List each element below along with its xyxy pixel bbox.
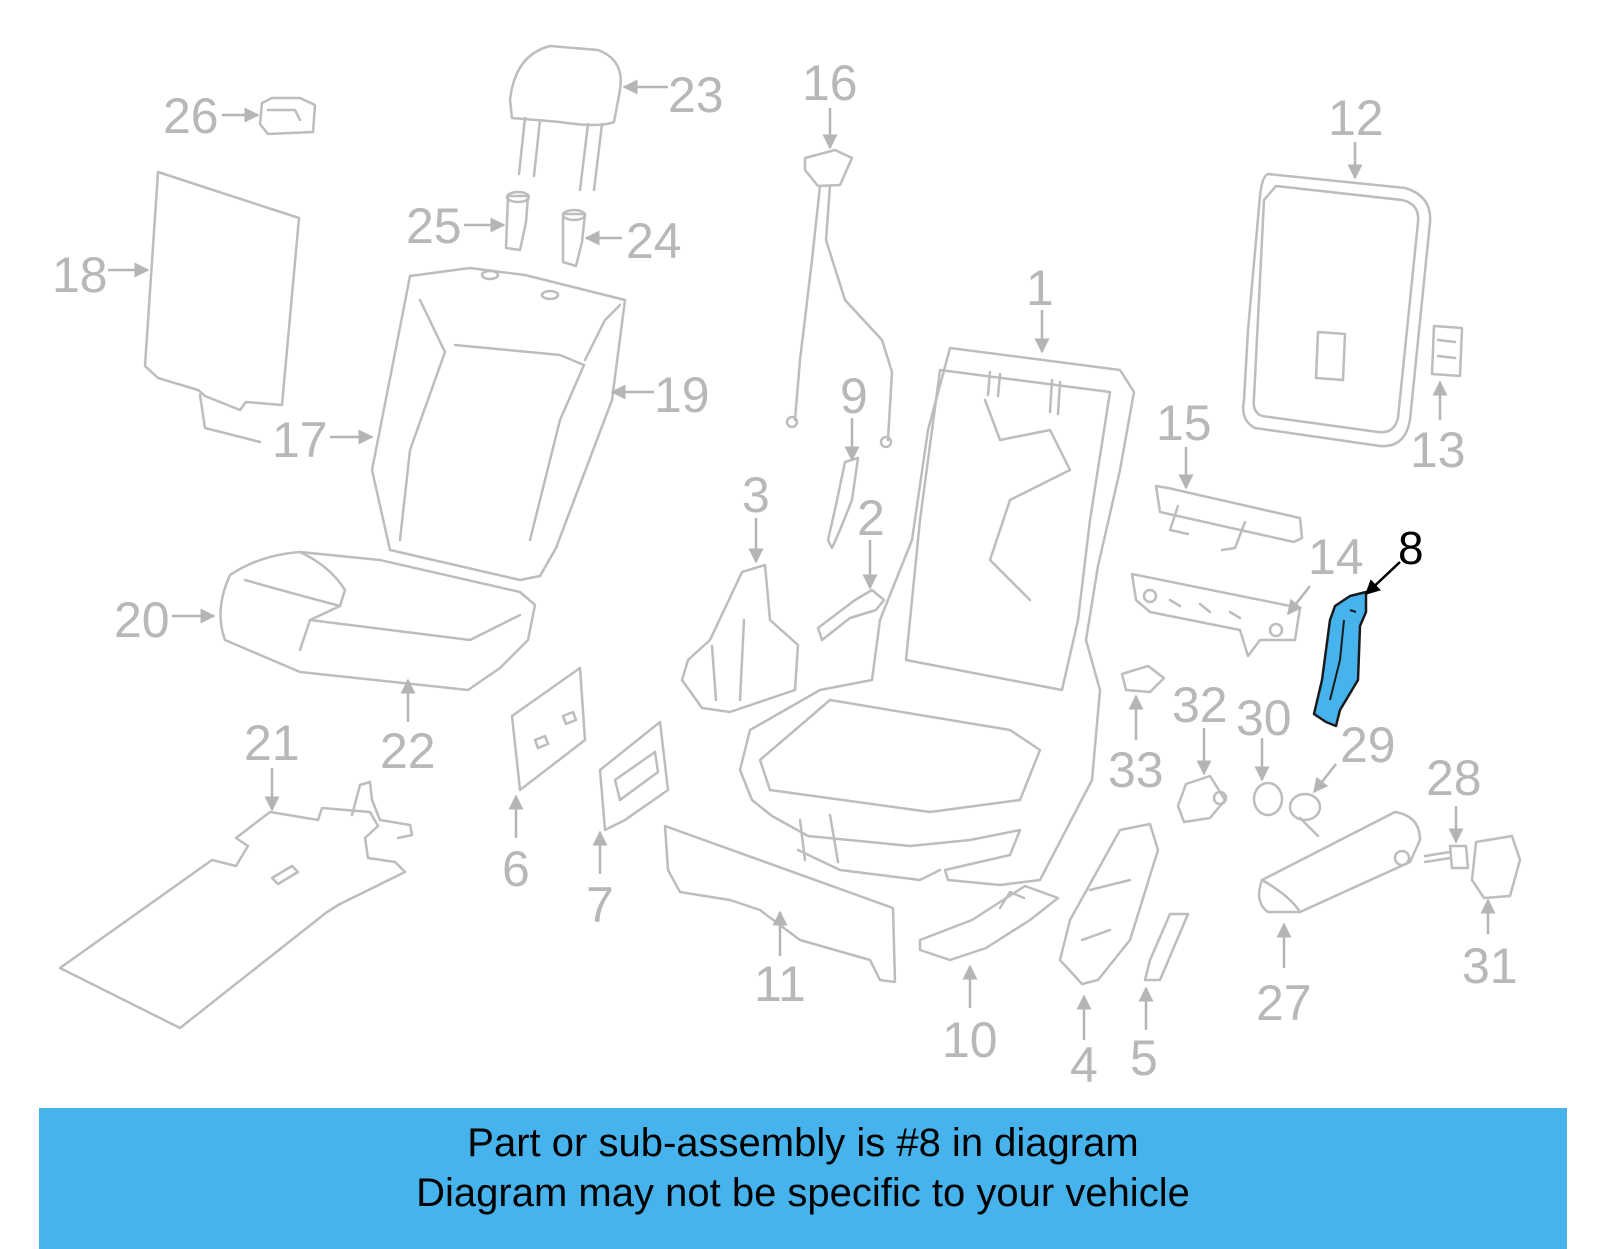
callout-25: 25 [406, 198, 462, 254]
callout-14: 14 [1308, 529, 1364, 585]
leader-arrows [108, 79, 1496, 1040]
callout-30: 30 [1236, 690, 1292, 746]
part-21-floor-panel [58, 780, 414, 1030]
part-6-panel [510, 666, 587, 792]
part-3-cover [680, 563, 800, 714]
callout-28: 28 [1426, 750, 1482, 806]
callout-20: 20 [114, 592, 170, 648]
callout-numbers: 26 23 16 12 25 24 18 1 19 13 17 9 15 3 2… [52, 55, 1518, 1093]
callout-8-highlighted: 8 [1398, 522, 1424, 574]
callout-23: 23 [668, 67, 724, 123]
callout-13: 13 [1410, 422, 1466, 478]
info-banner: Part or sub-assembly is #8 in diagram Di… [39, 1108, 1567, 1249]
callout-17: 17 [272, 412, 328, 468]
part-10-bracket [918, 884, 1060, 962]
part-25-guide [504, 190, 531, 252]
part-13-latch [1430, 324, 1464, 378]
part-12-back-board [1241, 172, 1432, 448]
part-20-seat-cushion [219, 550, 537, 692]
callout-19: 19 [654, 367, 710, 423]
part-19-seat-back [370, 266, 627, 582]
part-24-guide [561, 208, 587, 268]
callout-5: 5 [1130, 1030, 1158, 1086]
part-2-handle [816, 588, 886, 642]
part-4-side-cover [1058, 822, 1160, 986]
callout-6: 6 [502, 841, 530, 897]
callout-22: 22 [380, 723, 436, 779]
part-16-seat-belt [785, 148, 894, 449]
part-9-bracket [826, 456, 860, 550]
part-23-headrest [508, 44, 622, 192]
callout-31: 31 [1462, 938, 1518, 994]
callout-3: 3 [742, 467, 770, 523]
part-5-trim [1143, 912, 1190, 982]
part-30-bushing [1252, 781, 1284, 817]
callout-4: 4 [1070, 1037, 1098, 1093]
callout-11: 11 [754, 956, 806, 1012]
callout-2: 2 [857, 490, 885, 546]
part-31-cover [1470, 834, 1522, 900]
banner-line-1: Part or sub-assembly is #8 in diagram [467, 1121, 1139, 1165]
callout-29: 29 [1340, 717, 1396, 773]
part-14-track [1130, 572, 1302, 658]
callout-7: 7 [586, 877, 614, 933]
callout-12: 12 [1328, 90, 1384, 146]
part-29-collar [1288, 792, 1322, 838]
part-11-skirt [663, 824, 897, 984]
part-15-rail [1154, 484, 1304, 552]
callout-26: 26 [163, 88, 219, 144]
part-32-knob [1176, 774, 1228, 824]
part-7-cover [598, 720, 670, 832]
callout-32: 32 [1172, 677, 1228, 733]
banner-line-2: Diagram may not be specific to your vehi… [416, 1171, 1190, 1215]
part-18-back-panel [143, 170, 301, 444]
part-26-clip [258, 96, 317, 136]
part-27-armrest [1257, 810, 1422, 914]
callout-9: 9 [840, 368, 868, 424]
part-8-highlighted [1312, 590, 1368, 728]
callout-27: 27 [1256, 975, 1312, 1031]
callout-10: 10 [942, 1012, 998, 1068]
callout-33: 33 [1108, 742, 1164, 798]
callout-24: 24 [626, 213, 682, 269]
callout-1: 1 [1026, 260, 1054, 316]
callout-16: 16 [802, 55, 858, 111]
callout-18: 18 [52, 247, 108, 303]
part-28-bolt [1423, 844, 1470, 870]
part-33-cap [1120, 664, 1166, 694]
part-1-seat-frame [738, 346, 1136, 887]
callout-21: 21 [244, 715, 300, 771]
callout-15: 15 [1156, 395, 1212, 451]
